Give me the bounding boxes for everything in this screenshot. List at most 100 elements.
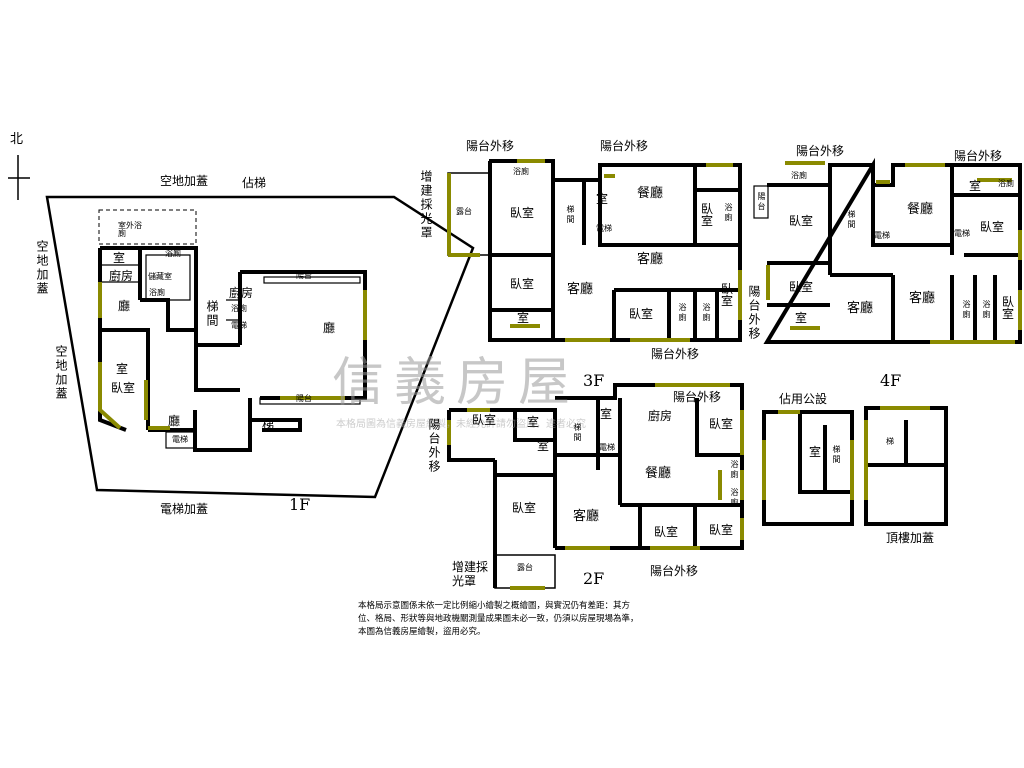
label-1f-balcony1: 陽台 — [296, 271, 312, 280]
label-2f-skylight: 增建採光罩 — [452, 560, 489, 588]
label-2f-room2: 室 — [537, 439, 550, 453]
label-1f-empty-add: 空地加蓋 — [160, 174, 209, 188]
label-3f-bath1: 浴廁 — [513, 167, 529, 176]
label-1f-elevator: 電梯 — [231, 321, 247, 330]
label-3f-elevator: 電梯 — [596, 224, 612, 233]
label-1f-side-add2: 空地加蓋 — [54, 345, 68, 401]
label-1f-elevator2: 電梯 — [172, 435, 188, 444]
label-4f-bedroom3: 臥室 — [789, 280, 814, 294]
floor-label-2f: 2F — [583, 569, 605, 588]
label-1f-balcony2: 陽台 — [296, 394, 312, 403]
label-2f-room3: 室 — [600, 407, 613, 421]
note-line-1: 本格局示意圖係未依一定比例縮小繪製之概繪圖，與實況仍有差距：其方 — [358, 601, 631, 611]
label-3f-room2: 室 — [517, 311, 530, 325]
label-2f-room1: 室 — [527, 415, 540, 429]
label-1f-kitchen2: 廚房 — [229, 286, 254, 300]
label-4f-bedroom4: 臥室 — [1002, 295, 1015, 321]
label-3f-bedroom3: 臥室 — [510, 277, 535, 291]
label-2f-bath2: 浴廁 — [730, 488, 739, 508]
label-1f-bedroom: 臥室 — [111, 381, 136, 395]
watermark-brand: 信義房屋 — [332, 353, 581, 413]
label-1f-hall-main: 廳 — [323, 321, 336, 335]
label-2f-bath1: 浴廁 — [730, 460, 739, 480]
label-1f-bath1: 浴廁 — [165, 249, 181, 258]
label-1f-occupy-stairs: 佔梯 — [242, 176, 267, 190]
label-4f-bath4: 浴廁 — [982, 300, 991, 320]
label-1f-outdoor-bath: 室外浴廁 — [118, 221, 142, 238]
label-3f-balcony: 露台 — [456, 207, 472, 216]
label-3f-bath2: 浴廁 — [724, 203, 733, 223]
label-1f-stairs1: 梯間 — [205, 300, 219, 328]
label-2f-bedroom4: 臥室 — [654, 525, 679, 539]
label-1f-elevator-add: 電梯加蓋 — [160, 502, 209, 516]
label-3f-bedroom4: 臥室 — [629, 307, 654, 321]
label-2f-balcony-move-bottom: 陽台外移 — [650, 564, 699, 578]
label-4f-dining: 餐廳 — [907, 202, 934, 217]
label-4f-elevator2: 電梯 — [954, 229, 970, 238]
label-1f-room: 室 — [113, 251, 126, 265]
label-4f-bath3: 浴廁 — [962, 300, 971, 320]
label-2f-dining: 餐廳 — [645, 466, 672, 481]
label-2f-balcony-side: 陽台外移 — [427, 418, 441, 474]
label-2f-balcony: 露台 — [517, 563, 533, 572]
note-line-2: 位、格局、形狀等與地政機關測量成果圖未必一致，仍須以房屋現場為準， — [358, 614, 639, 624]
label-4f-room: 室 — [969, 179, 982, 193]
label-3f-bedroom1: 臥室 — [510, 206, 535, 220]
watermark-disclaimer: 本格局圖為信義房屋繪製，未經允許請勿盜用，違者必究 — [336, 419, 586, 430]
label-4f-room2: 室 — [795, 311, 808, 325]
label-3f-balcony-move: 陽台外移 — [466, 139, 515, 153]
label-1f-stairs2: 梯 — [262, 418, 275, 432]
label-2f-kitchen: 廚房 — [648, 409, 673, 423]
label-1f-hall2: 廳 — [168, 414, 181, 428]
lot-boundary-1f — [45, 195, 475, 499]
label-3f-stairs: 梯間 — [566, 205, 575, 225]
label-3f-bedroom2: 臥室 — [701, 202, 714, 228]
floor-label-4f: 4F — [880, 371, 902, 390]
label-4f-balcony-move: 陽台外移 — [796, 144, 845, 158]
label-3f-living: 客廳 — [637, 252, 664, 267]
label-roof-stairs2: 梯 — [886, 437, 894, 446]
label-4f-bedroom2: 臥室 — [980, 220, 1005, 234]
label-3f-skylight: 增建採光罩 — [419, 170, 433, 240]
label-roof-add: 頂樓加蓋 — [886, 531, 935, 545]
label-1f-bath3: 浴廁 — [231, 304, 247, 313]
floor-label-3f: 3F — [583, 371, 605, 390]
north-label: 北 — [10, 132, 24, 147]
label-2f-stairs: 梯間 — [573, 423, 582, 443]
label-3f-bath4: 浴廁 — [702, 303, 711, 323]
label-3f-balcony-move3: 陽台外移 — [651, 347, 700, 361]
label-2f-balcony-move-top: 陽台外移 — [673, 390, 722, 404]
label-4f-bath2: 浴廁 — [998, 179, 1014, 188]
label-1f-side-add: 空地加蓋 — [35, 240, 49, 296]
label-2f-bedroom2: 臥室 — [709, 417, 734, 431]
disclaimer-note: 本格局示意圖係未依一定比例縮小繪製之概繪圖，與實況仍有差距：其方 位、格局、形狀… — [358, 600, 639, 639]
label-3f-balcony-move2: 陽台外移 — [600, 139, 649, 153]
label-4f-stairs: 梯間 — [847, 210, 856, 230]
label-1f-bath2: 浴廁 — [149, 288, 165, 297]
note-line-3: 本圖為信義房屋繪製，盜用必究。 — [358, 627, 486, 637]
label-1f-room2: 室 — [116, 362, 129, 376]
label-roof-stairs: 梯間 — [832, 445, 841, 465]
label-4f-balcony-side: 陽台外移 — [747, 285, 761, 341]
label-1f-storage: 儲藏室 — [148, 272, 172, 281]
label-roof-room: 室 — [809, 445, 822, 459]
label-2f-bedroom3: 臥室 — [512, 501, 537, 515]
label-2f-bedroom1: 臥室 — [472, 413, 497, 427]
label-1f-hall1: 廳 — [118, 299, 131, 313]
label-4f-balcony-move2: 陽台外移 — [954, 149, 1003, 163]
label-4f-balcony: 陽台 — [757, 192, 766, 212]
label-3f-bath3: 浴廁 — [678, 303, 687, 323]
label-roof-occupy-public: 佔用公設 — [779, 392, 828, 406]
label-4f-bath1: 浴廁 — [791, 171, 807, 180]
label-2f-living: 客廳 — [573, 509, 600, 524]
label-1f-kitchen: 廚房 — [109, 269, 134, 283]
label-3f-living2: 客廳 — [567, 282, 594, 297]
label-4f-bedroom1: 臥室 — [789, 214, 814, 228]
label-2f-elevator: 電梯 — [599, 443, 615, 452]
label-2f-bedroom5: 臥室 — [709, 523, 734, 537]
label-4f-living2: 客廳 — [909, 291, 936, 306]
label-4f-living: 客廳 — [847, 301, 874, 316]
label-4f-elevator: 電梯 — [874, 231, 890, 240]
label-3f-bedroom5: 臥室 — [721, 282, 734, 308]
